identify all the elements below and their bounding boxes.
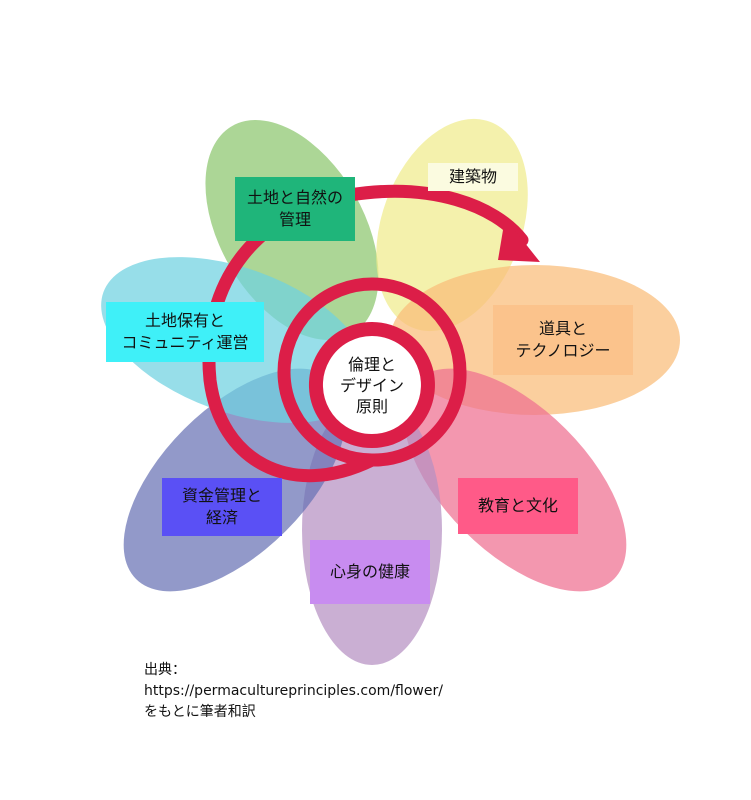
label-building-line1: 建築物 <box>448 167 497 186</box>
center-label: 倫理と デザイン 原則 <box>322 345 422 425</box>
label-health-line1: 心身の健康 <box>329 562 410 581</box>
spiral-arrow <box>202 184 540 483</box>
label-education-line1: 教育と文化 <box>477 496 558 515</box>
label-tenure: 土地保有と コミュニティ運営 <box>106 302 264 362</box>
source-heading: 出典： <box>144 662 186 678</box>
source-note: をもとに筆者和訳 <box>144 704 256 720</box>
label-land-line1: 土地と自然の <box>246 188 343 207</box>
center-line2: デザイン <box>339 375 404 395</box>
spiral-outer-arc <box>202 184 529 483</box>
spiral-arrowhead-icon <box>498 218 540 262</box>
center-line3: 原則 <box>355 396 388 416</box>
label-finance-line2: 経済 <box>205 508 238 527</box>
label-education: 教育と文化 <box>458 478 578 534</box>
label-land: 土地と自然の 管理 <box>235 177 355 241</box>
spiral-inner-ring <box>308 322 435 448</box>
label-tools: 道具と テクノロジー <box>493 305 633 375</box>
source-citation: 出典： https://permacultureprinciples.com/f… <box>144 660 443 723</box>
label-finance: 資金管理と 経済 <box>162 478 282 536</box>
label-tools-line1: 道具と <box>538 319 587 338</box>
spiral-middle-ring <box>277 277 467 467</box>
label-land-line2: 管理 <box>278 210 311 229</box>
label-tenure-line2: コミュニティ運営 <box>121 333 249 352</box>
label-health: 心身の健康 <box>310 540 430 604</box>
label-tenure-line1: 土地保有と <box>144 311 225 330</box>
center-circle <box>316 329 428 441</box>
label-building: 建築物 <box>428 163 518 191</box>
label-finance-line1: 資金管理と <box>181 486 262 505</box>
center-line1: 倫理と <box>347 354 396 374</box>
source-url[interactable]: https://permacultureprinciples.com/flowe… <box>144 683 443 699</box>
label-tools-line2: テクノロジー <box>515 341 611 360</box>
